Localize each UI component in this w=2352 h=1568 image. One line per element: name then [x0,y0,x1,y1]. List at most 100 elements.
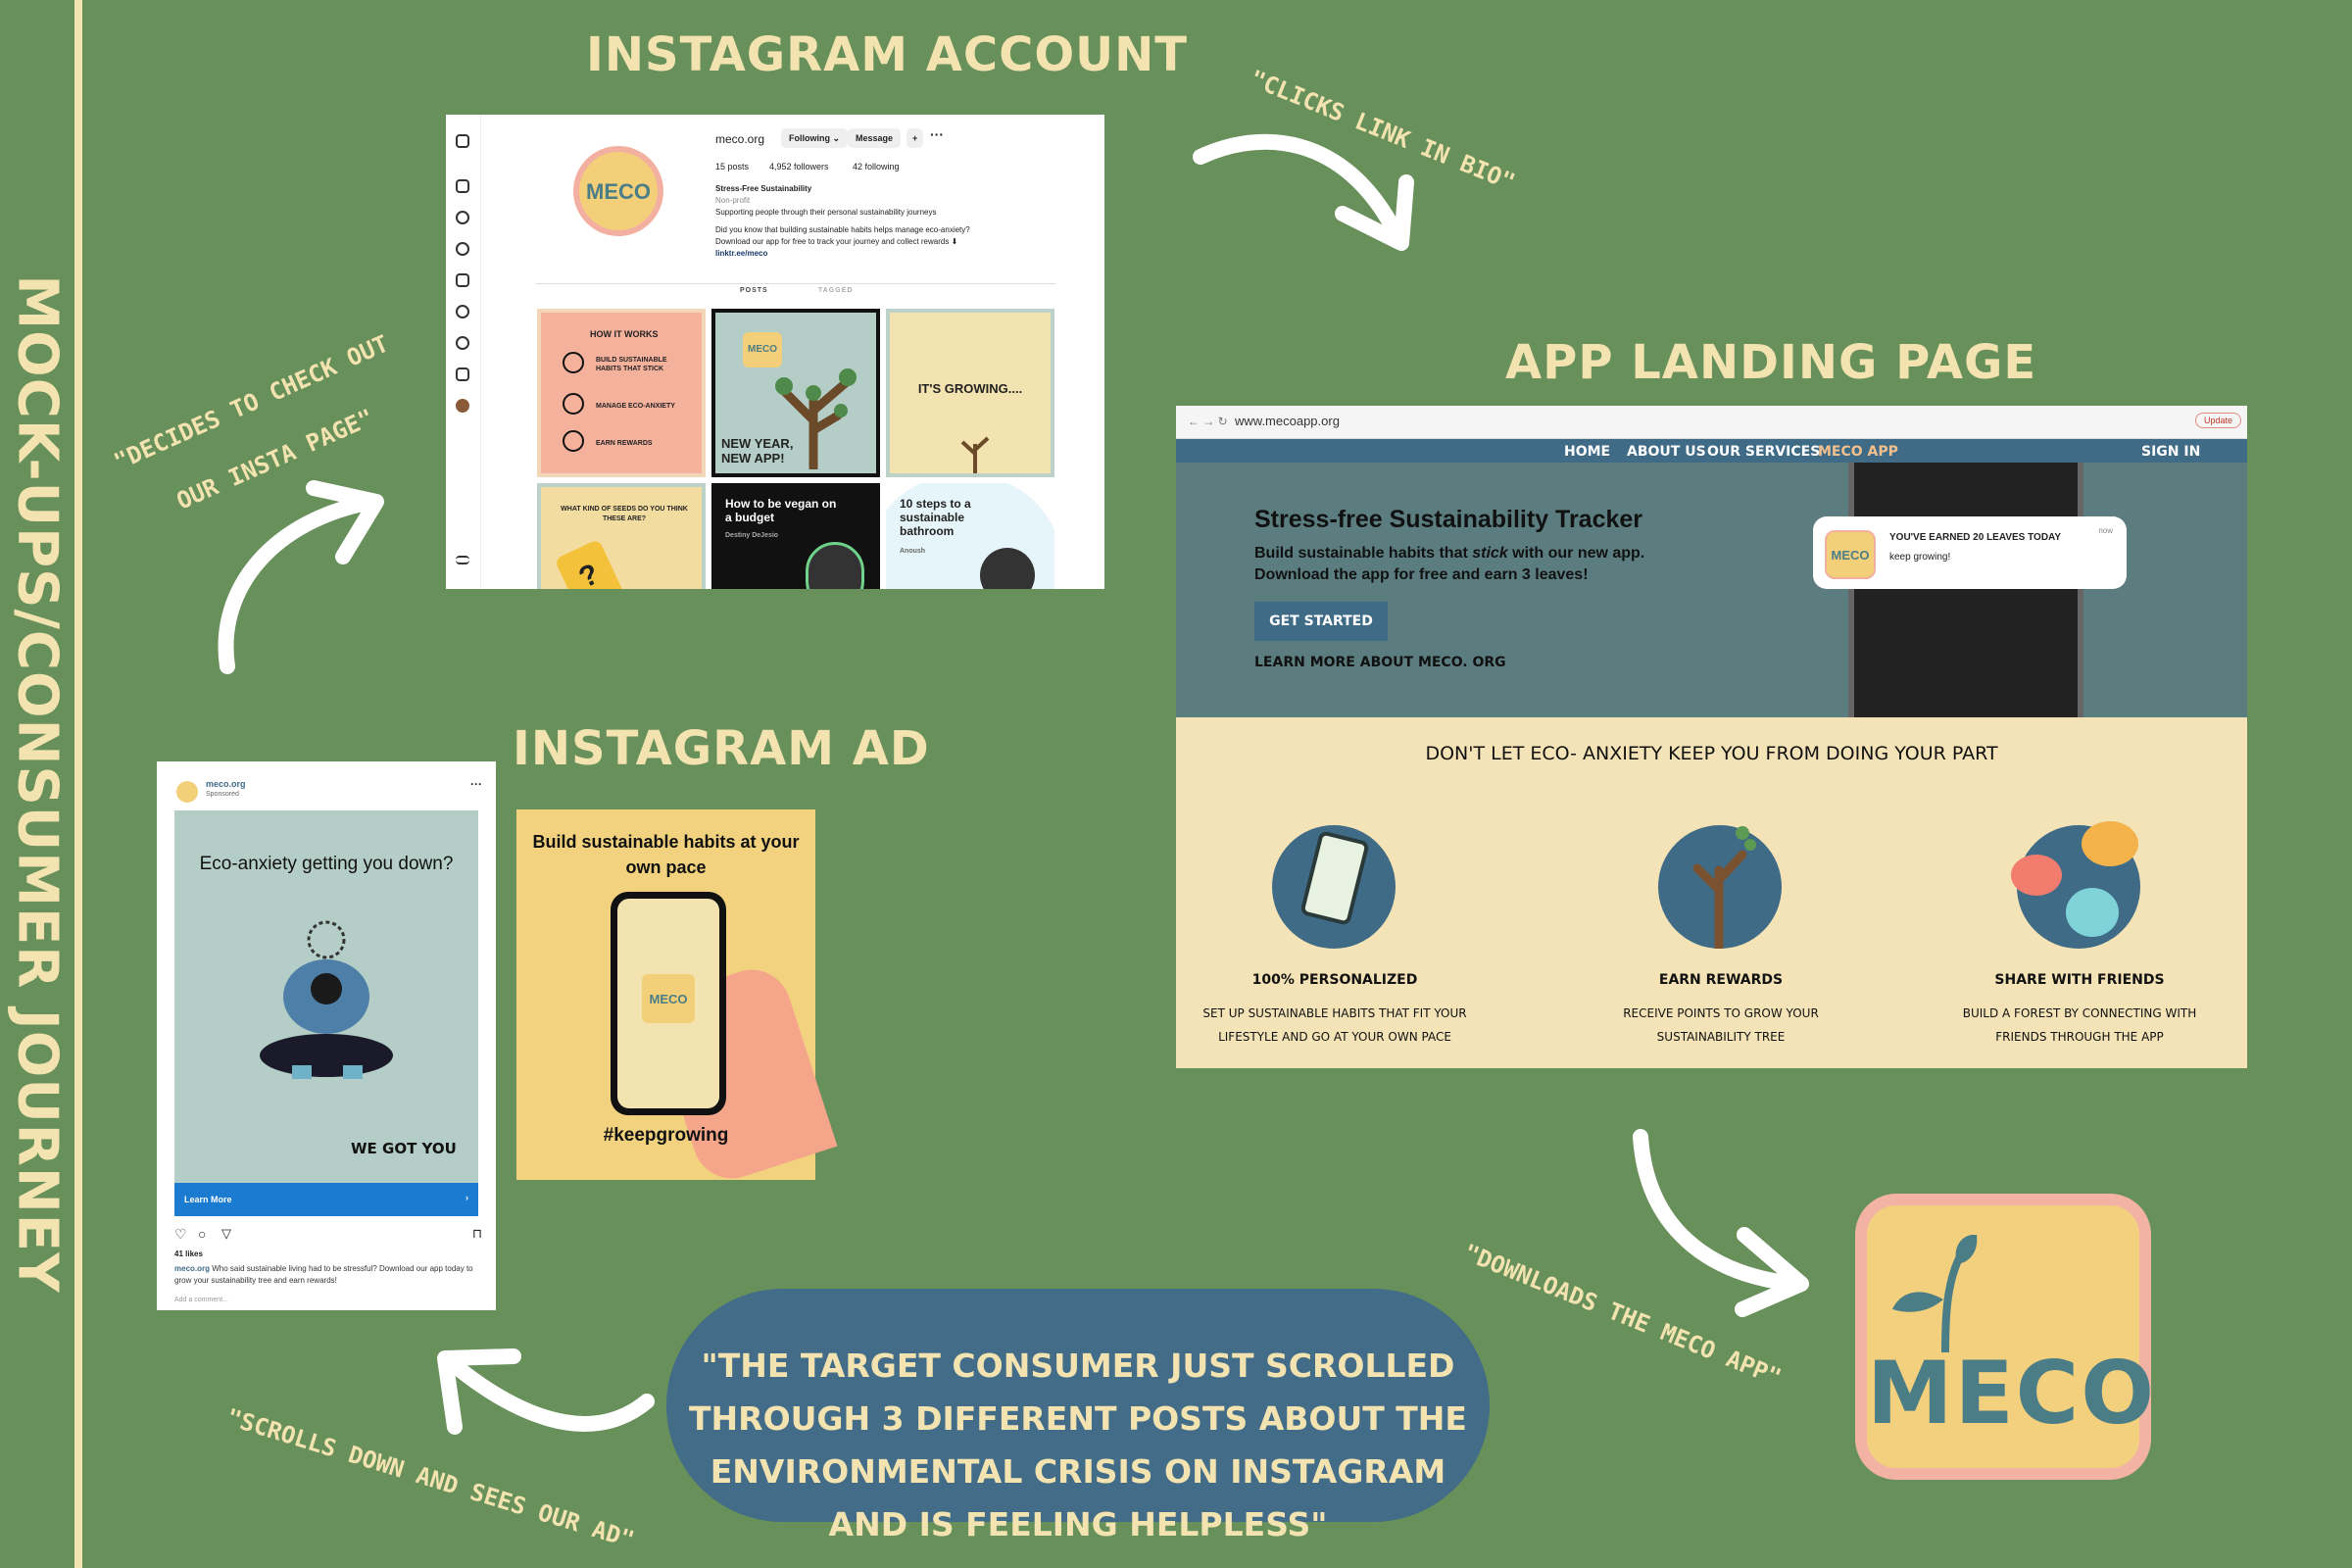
author-photo [806,542,864,589]
post-tile-vegan[interactable]: How to be vegan on a budget Destiny DeJe… [711,483,880,589]
address-bar[interactable]: www.mecoapp.org [1235,414,1340,428]
messages-icon[interactable] [456,305,469,318]
post-tile-new-year[interactable]: MECO NEW YEAR, NEW APP! [711,309,880,477]
phone-checklist-icon [1272,825,1396,949]
anxious-person-illustration [260,920,393,1079]
nav-sign-in[interactable]: SIGN IN [2141,444,2201,460]
profile-bio: Stress-Free Sustainability Non-profit Su… [715,183,1039,260]
more-options-icon[interactable]: ··· [470,777,482,791]
profile-avatar-icon[interactable] [456,399,469,413]
meco-logo: MECO [642,974,695,1023]
following-button[interactable]: Following ⌄ [781,128,849,148]
meco-app-icon-large: MECO [1855,1194,2154,1480]
bio-line1: Supporting people through their personal… [715,208,937,217]
reels-icon[interactable] [456,273,469,287]
create-icon[interactable] [456,368,469,381]
meco-logo: MECO [743,332,782,368]
home-icon[interactable] [456,179,469,193]
search-icon[interactable] [456,211,469,224]
browser-bar: ← → ↻ www.mecoapp.org Update [1176,406,2247,439]
profile-avatar: MECO [573,146,663,236]
section-title-instagram-ad: INSTAGRAM AD [513,721,930,776]
notification-subtitle: keep growing! [1889,552,1951,563]
ad-hashtag: #keepgrowing [603,1125,729,1146]
profile-username: meco.org [715,132,765,146]
get-started-button[interactable]: GET STARTED [1254,602,1388,641]
nav-home[interactable]: HOME [1564,444,1611,460]
tree-icon [775,368,857,469]
head-icon [563,393,584,415]
tab-tagged[interactable]: TAGGED [818,287,854,294]
app-landing-page-mockup: ← → ↻ www.mecoapp.org Update HOME ABOUT … [1176,406,2247,1068]
ad-card-title: Build sustainable habits at your own pac… [532,832,800,877]
post-tile-how-it-works[interactable]: HOW IT WORKS BUILD SUSTAINABLE HABITS TH… [537,309,706,477]
learn-more-button[interactable]: Learn More › [174,1183,478,1216]
section-title-app-landing: APP LANDING PAGE [1505,335,2037,390]
section-title-instagram-account: INSTAGRAM ACCOUNT [586,27,1189,82]
site-nav: HOME ABOUT US OUR SERVICES MECO APP SIGN… [1176,439,2247,463]
menu-icon[interactable] [456,556,469,564]
author-photo [980,548,1035,589]
explore-icon[interactable] [456,242,469,256]
posts-count: 15 posts [715,162,750,172]
leaf-sprout-icon [1892,1235,1978,1352]
seed-packet-icon: ? [554,538,628,589]
chat-bubbles-icon [2011,821,2140,949]
following-count[interactable]: 42 following [853,162,900,172]
nav-meco-app[interactable]: MECO APP [1818,444,1898,460]
add-comment-input[interactable]: Add a comment... [174,1297,228,1303]
ad-phone-card: Build sustainable habits at your own pac… [516,809,838,1189]
add-person-icon[interactable]: + [906,128,924,148]
arrow-to-landing [1193,133,1414,251]
post-tile-bathroom[interactable]: 10 steps to a sustainable bathroom Anous… [886,483,1054,589]
instagram-ad-mockup: meco.org Sponsored ··· Eco-anxiety getti… [157,761,496,1310]
profile-tabs-divider [536,283,1055,284]
followers-count[interactable]: 4,952 followers [769,162,829,172]
message-button[interactable]: Message [848,128,902,148]
bio-category: Non-profit [715,196,751,205]
notification-time: now [2098,526,2113,535]
nav-our-services[interactable]: OUR SERVICES [1707,444,1821,460]
bio-name: Stress-Free Sustainability [715,184,812,193]
bookmark-icon[interactable]: ⊓ [471,1226,482,1241]
habit-icon [563,352,584,373]
tree-icon [1658,825,1782,949]
heart-icon[interactable] [456,336,469,350]
update-button[interactable]: Update [2194,413,2241,428]
ig-sidebar [446,115,481,589]
ad-we-got-you: WE GOT YOU [351,1140,457,1157]
chevron-right-icon: › [466,1193,468,1202]
nav-about-us[interactable]: ABOUT US [1627,444,1706,460]
phone-illustration: MECO [611,892,726,1115]
learn-more-link[interactable]: LEARN MORE ABOUT MECO. ORG [1254,655,1506,670]
arrow-to-instagram [218,480,384,674]
central-message: "The target consumer just scrolled throu… [666,1289,1490,1544]
main-title: MOCK-UPS/CONSUMER JOURNEY [5,274,70,1294]
comment-icon[interactable]: ○ [198,1226,207,1242]
more-options-icon[interactable]: ··· [930,126,944,142]
title-divider [74,0,82,1568]
heart-icon[interactable]: ♡ [174,1226,187,1242]
tab-posts[interactable]: POSTS [740,287,768,294]
post-tile-its-growing[interactable]: IT'S GROWING.... [886,309,1054,477]
meco-app-icon: MECO [1825,530,1876,579]
ad-likes: 41 likes [174,1250,203,1258]
hero-headline: Stress-free Sustainability Tracker [1254,506,1643,533]
nav-arrows-icon[interactable]: ← → ↻ [1188,415,1228,428]
ad-account-name[interactable]: meco.org [206,779,246,789]
ad-headline: Eco-anxiety getting you down? [199,854,454,874]
ad-image: Eco-anxiety getting you down? WE GOT YOU [174,810,478,1183]
instagram-icon[interactable] [456,134,469,148]
bio-line2: Did you know that building sustainable h… [715,225,970,234]
arrow-to-app-icon [1633,1129,1809,1317]
instagram-profile-mockup: MECO meco.org Following ⌄ Message + ··· … [446,115,1104,589]
phone-mockup [1848,463,2083,717]
post-tile-seeds[interactable]: WHAT KIND OF SEEDS DO YOU THINK THESE AR… [537,483,706,589]
bio-link[interactable]: linktr.ee/meco [715,249,768,258]
hero-subtext: Build sustainable habits that stick with… [1254,545,1645,583]
ad-caption: meco.org Who said sustainable living had… [174,1264,473,1285]
ad-account-avatar [176,781,198,803]
share-icon[interactable]: ▽ [221,1226,231,1241]
sapling-icon [960,436,990,473]
arrow-to-ad [437,1348,655,1435]
